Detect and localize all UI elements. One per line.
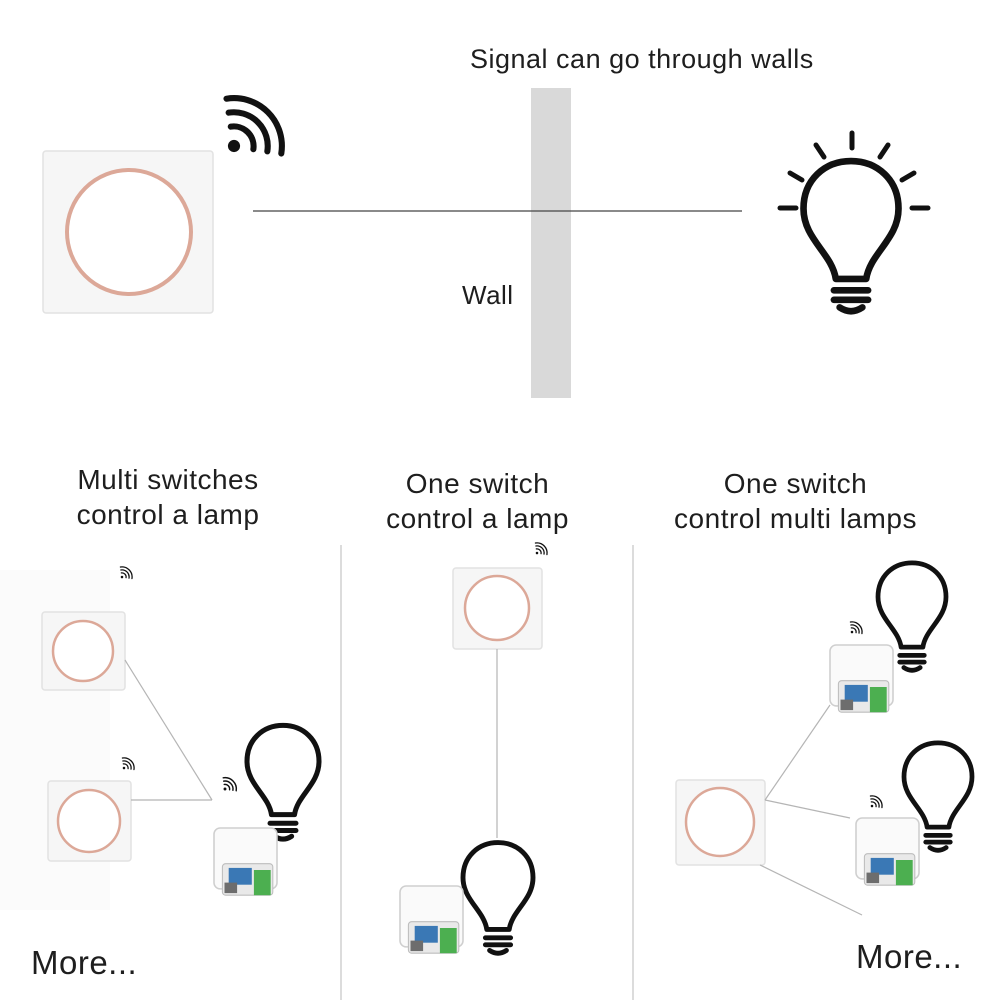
relay-receiver-module-icon [855,817,920,886]
col3-switch [675,779,766,866]
col3-title: One switch control multi lamps [648,466,943,536]
wifi-signal-icon [849,618,866,635]
wifi-signal-icon [534,539,551,556]
headline: Signal can go through walls [470,44,814,74]
col3-diagram [675,563,972,916]
col1-more-label: More... [31,944,138,981]
col1-switch-top [41,611,126,691]
main-wall-switch [42,150,214,314]
wall-label: Wall [462,280,514,310]
col1-title-line2: control a lamp [76,499,260,530]
wifi-signal-icon [226,85,295,154]
light-bulb-icon [777,130,931,311]
light-bulb-icon [247,725,319,839]
col1-diagram [0,563,319,910]
col2-title-line2: control a lamp [386,503,569,534]
wifi-signal-icon [119,563,136,580]
col2-switch [452,567,543,650]
wifi-signal-icon [869,792,886,809]
relay-receiver-module-icon [399,885,464,954]
col2-diagram [399,539,551,954]
col3-title-line2: control multi lamps [674,503,917,534]
col1-title: Multi switches control a lamp [58,462,278,532]
col3-title-line1: One switch [723,468,868,499]
col1-title-line1: Multi switches [77,464,259,495]
light-bulb-icon [463,843,533,954]
relay-receiver-module-icon [213,827,278,896]
relay-receiver-module-icon [829,644,894,713]
col2-title: One switch control a lamp [365,466,590,536]
col3-more-label: More... [856,938,963,975]
col1-switch-bottom [47,780,132,862]
wifi-signal-icon [222,773,241,792]
wifi-signal-icon [121,754,138,771]
wall [531,88,571,398]
col2-title-line1: One switch [405,468,550,499]
